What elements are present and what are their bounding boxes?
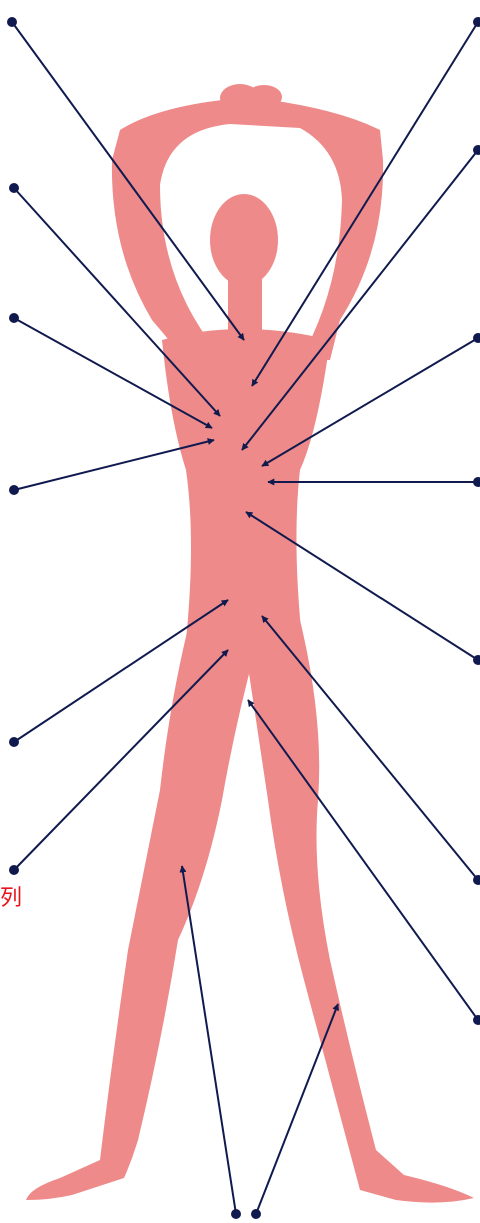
pointer-dot-14 (231, 1209, 241, 1219)
pointer-line-1 (12, 22, 244, 340)
pointer-dot-7 (9, 485, 19, 495)
pointer-dot-8 (473, 477, 480, 487)
pointer-dot-12 (9, 865, 19, 875)
body-silhouette (26, 84, 474, 1203)
pointer-dot-2 (473, 17, 480, 27)
pointer-dot-1 (7, 17, 17, 27)
pointer-dot-13 (473, 1015, 480, 1025)
pointer-dot-15 (251, 1209, 261, 1219)
left-label-fragment: 列 (0, 888, 22, 910)
pointer-dot-5 (9, 313, 19, 323)
pointer-dot-3 (9, 183, 19, 193)
pointer-line-7 (14, 440, 214, 490)
pointer-line-2 (252, 22, 478, 386)
pointer-dot-10 (9, 737, 19, 747)
pointer-line-15 (256, 1004, 338, 1214)
pointer-line-14 (182, 866, 236, 1214)
